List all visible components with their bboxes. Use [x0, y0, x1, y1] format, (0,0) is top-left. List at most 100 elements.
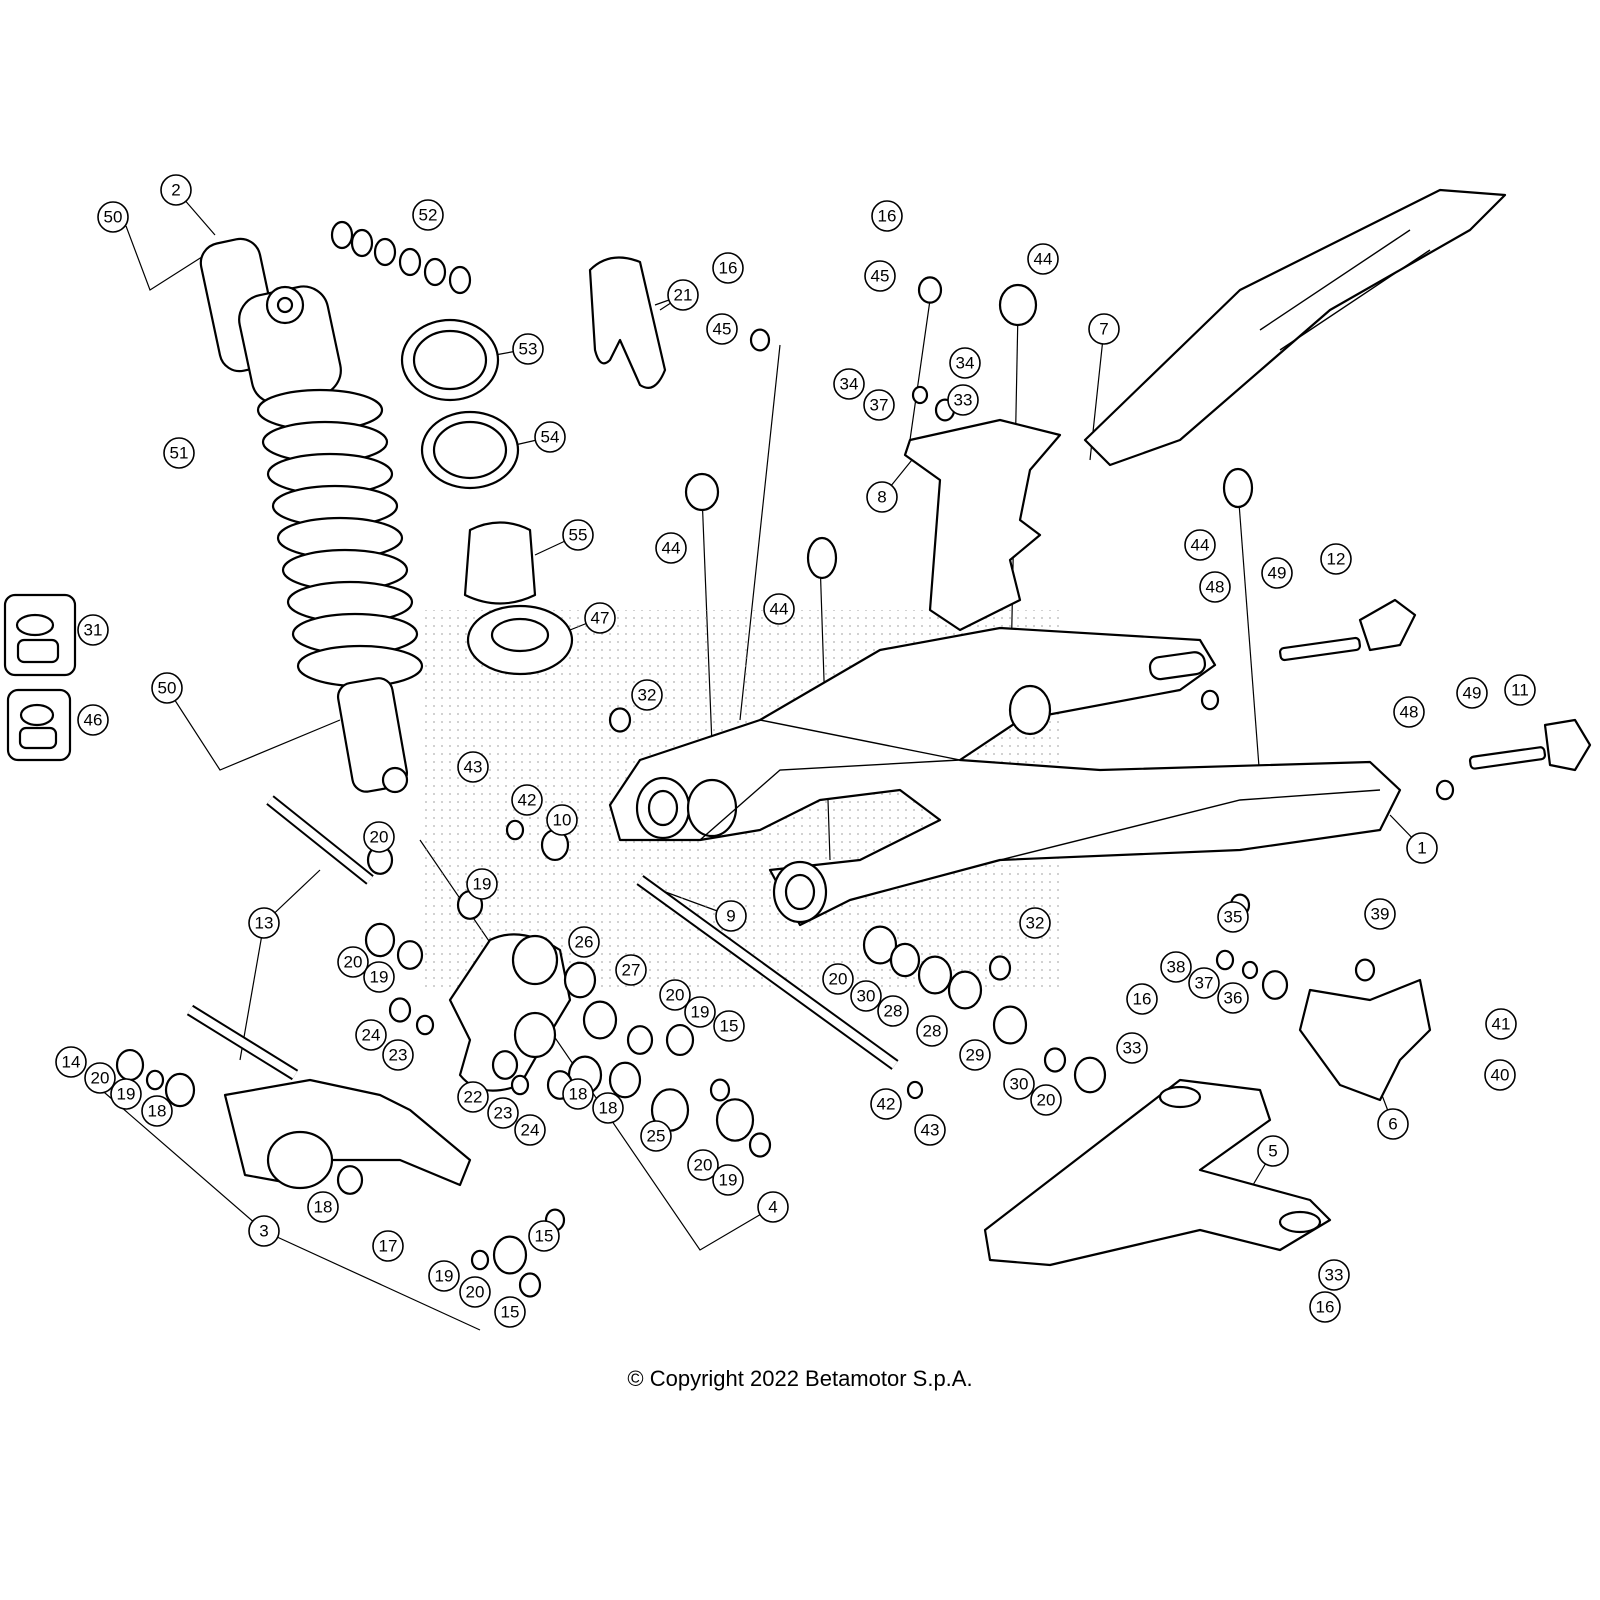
callout-number: 46 — [84, 711, 103, 730]
callout-45: 45 — [706, 313, 738, 345]
chain-adjuster-part-11 — [1543, 718, 1592, 772]
leader-line — [166, 687, 341, 771]
callout-number: 19 — [719, 1171, 738, 1190]
callout-44: 44 — [655, 532, 687, 564]
callout-number: 55 — [569, 526, 588, 545]
callout-43: 43 — [914, 1114, 946, 1146]
callout-15: 15 — [713, 1010, 745, 1042]
callout-50: 50 — [97, 201, 129, 233]
callout-28: 28 — [877, 995, 909, 1027]
callout-number: 19 — [473, 875, 492, 894]
callout-55: 55 — [562, 519, 594, 551]
callout-36: 36 — [1217, 982, 1249, 1014]
callout-37: 37 — [863, 389, 895, 421]
callout-number: 24 — [362, 1026, 381, 1045]
callout-number: 14 — [62, 1053, 81, 1072]
callout-number: 53 — [519, 340, 538, 359]
callout-39: 39 — [1364, 898, 1396, 930]
chain-slider-part-7 — [1083, 188, 1507, 467]
small-part — [470, 1249, 490, 1271]
callout-number: 52 — [419, 206, 438, 225]
copyright-notice: © Copyright 2022 Betamotor S.p.A. — [627, 1366, 973, 1391]
callout-number: 43 — [464, 758, 483, 777]
callout-14: 14 — [55, 1046, 87, 1078]
callout-number: 23 — [389, 1046, 408, 1065]
callout-18: 18 — [141, 1095, 173, 1127]
small-part — [1215, 949, 1235, 971]
spring-coil — [296, 644, 424, 688]
callout-number: 50 — [158, 679, 177, 698]
callout-number: 36 — [1224, 989, 1243, 1008]
callout-25: 25 — [640, 1120, 672, 1152]
callout-number: 34 — [956, 354, 975, 373]
cap-part-44 — [806, 536, 838, 580]
small-part — [889, 942, 921, 978]
callout-20: 20 — [363, 821, 395, 853]
chain-guard-part-8 — [903, 418, 1062, 632]
small-part — [906, 1080, 924, 1100]
callout-number: 20 — [666, 986, 685, 1005]
callout-10: 10 — [546, 804, 578, 836]
callout-20: 20 — [459, 1276, 491, 1308]
callout-number: 42 — [877, 1095, 896, 1114]
small-part — [715, 1098, 755, 1142]
callout-number: 18 — [148, 1102, 167, 1121]
callout-35: 35 — [1217, 901, 1249, 933]
leader-line — [263, 1230, 481, 1331]
callout-19: 19 — [110, 1078, 142, 1110]
small-part — [1241, 960, 1259, 980]
callout-number: 16 — [878, 207, 897, 226]
callout-11: 11 — [1504, 674, 1536, 706]
small-part — [492, 1235, 528, 1275]
small-part — [396, 940, 424, 970]
callout-number: 42 — [518, 791, 537, 810]
callout-52: 52 — [412, 199, 444, 231]
callout-42: 42 — [511, 784, 543, 816]
callout-number: 27 — [622, 961, 641, 980]
callout-number: 15 — [535, 1227, 554, 1246]
callout-number: 12 — [1327, 550, 1346, 569]
callout-number: 4 — [768, 1198, 777, 1217]
small-part — [862, 925, 898, 965]
callout-40: 40 — [1484, 1059, 1516, 1091]
callout-48: 48 — [1199, 571, 1231, 603]
small-part — [582, 1000, 618, 1040]
cap-part-44 — [1222, 467, 1254, 509]
callout-number: 21 — [674, 286, 693, 305]
adjuster-bolt-part-49 — [1468, 746, 1547, 770]
callout-number: 16 — [1316, 1298, 1335, 1317]
callout-number: 16 — [719, 259, 738, 278]
callout-number: 28 — [923, 1022, 942, 1041]
callout-number: 45 — [713, 320, 732, 339]
small-part — [626, 1025, 654, 1055]
callout-16: 16 — [712, 252, 744, 284]
chain-slider-part-5 — [983, 1078, 1332, 1267]
callout-number: 19 — [691, 1003, 710, 1022]
callout-19: 19 — [428, 1260, 460, 1292]
callout-27: 27 — [615, 954, 647, 986]
small-part — [1073, 1056, 1107, 1094]
callout-number: 15 — [501, 1303, 520, 1322]
small-part — [491, 1050, 519, 1080]
callout-number: 1 — [1417, 839, 1426, 858]
callout-number: 19 — [117, 1085, 136, 1104]
callout-number: 30 — [857, 987, 876, 1006]
callout-30: 30 — [1003, 1068, 1035, 1100]
bushing-kit-part-52 — [330, 220, 472, 295]
small-part — [563, 961, 597, 999]
small-part — [518, 1272, 542, 1298]
callout-21: 21 — [667, 279, 699, 311]
callout-number: 32 — [638, 686, 657, 705]
chain-adjuster-part-12 — [1358, 598, 1417, 652]
callout-6: 6 — [1377, 1108, 1409, 1140]
callout-number: 6 — [1388, 1115, 1397, 1134]
callout-number: 20 — [91, 1069, 110, 1088]
callout-38: 38 — [1160, 951, 1192, 983]
callout-number: 26 — [575, 933, 594, 952]
callout-41: 41 — [1485, 1008, 1517, 1040]
callout-26: 26 — [568, 926, 600, 958]
leader-line — [125, 225, 206, 291]
callout-20: 20 — [822, 963, 854, 995]
